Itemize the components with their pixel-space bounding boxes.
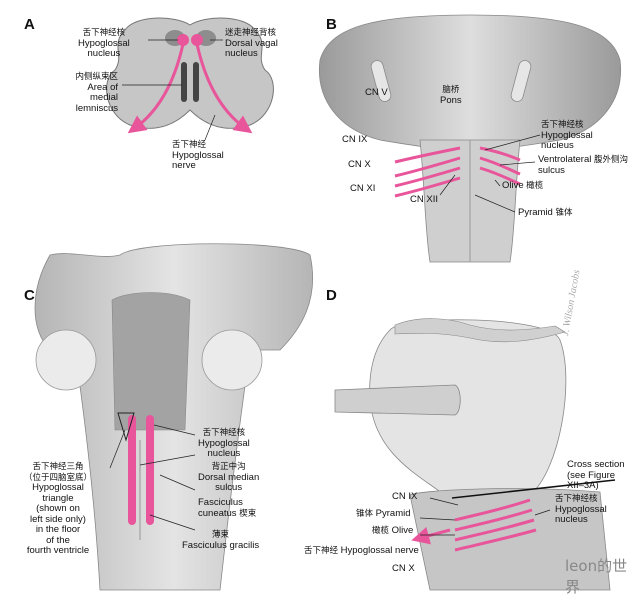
- cerebellar-peduncle-right: [201, 329, 263, 391]
- panel-a-cross-section: [106, 17, 274, 141]
- label-c-hypoglossal-nucleus: 舌下神经核 Hypoglossal nucleus: [198, 428, 250, 459]
- label-d-cross-section: Cross section (see Figure XII–3A): [567, 459, 625, 491]
- label-b-pons: 脑桥 Pons: [440, 85, 462, 106]
- cn-v-right: [510, 60, 532, 102]
- hypoglossal-nucleus-right: [191, 34, 203, 46]
- panel-d-lateral-view: [334, 318, 616, 591]
- label-b-pyramid: Pyramid 锥体: [518, 207, 573, 218]
- label-b-hypoglossal-nucleus: 舌下神经核 Hypoglossal nucleus: [541, 120, 593, 151]
- cerebellar-peduncle-left: [35, 329, 97, 391]
- panel-letter-a: A: [24, 16, 35, 33]
- cn-v-lateral: [334, 384, 461, 416]
- label-b-ventrolateral-sulcus: Ventrolateral 腹外侧沟 sulcus: [538, 154, 628, 176]
- label-d-hypoglossal-nucleus: 舌下神经核 Hypoglossal nucleus: [555, 494, 607, 525]
- label-b-cn-v: CN V: [365, 87, 388, 98]
- label-b-cn-xii: CN XII: [410, 194, 438, 205]
- label-b-cn-ix: CN IX: [342, 134, 368, 145]
- label-d-cn-x: CN X: [392, 563, 415, 574]
- hypoglossal-nucleus-left: [177, 34, 189, 46]
- label-d-olive: 橄榄 Olive: [372, 525, 414, 536]
- label-d-pyramid: 锥体 Pyramid: [356, 508, 411, 519]
- label-a-hypoglossal-nerve: 舌下神经 Hypoglossal nerve: [172, 140, 224, 171]
- label-c-dorsal-median-sulcus: 背正中沟 Dorsal median sulcus: [198, 462, 260, 493]
- panel-c-dorsal-brainstem: [34, 243, 314, 591]
- panel-letter-c: C: [24, 287, 35, 304]
- hypoglossal-triangle: [117, 412, 135, 442]
- cn-v-left: [370, 60, 392, 102]
- label-c-fasciculus-gracilis: 薄束 Fasciculus gracilis: [182, 530, 260, 551]
- panel-b-ventral-brainstem: [318, 14, 622, 263]
- hypoglossal-nerve-fibers: [454, 498, 537, 552]
- panel-letter-d: D: [326, 287, 337, 304]
- label-c-fasciculus-cuneatus: Fasciculus cuneatus 楔束: [198, 497, 257, 519]
- watermark: leon的世界: [565, 557, 628, 596]
- label-a-medial-lemniscus: 内侧纵束区 Area of medial lemniscus: [75, 72, 118, 114]
- label-d-cn-ix: CN IX: [392, 491, 418, 502]
- label-d-hypoglossal-nerve: 舌下神经 Hypoglossal nerve: [304, 545, 419, 556]
- hypoglossal-nucleus-column-left: [128, 415, 136, 525]
- label-c-hypoglossal-triangle: 舌下神经三角 （位于四脑室底） Hypoglossal triangle (sh…: [23, 462, 92, 556]
- fourth-ventricle-floor: [111, 292, 191, 431]
- label-b-olive: Olive 橄榄: [502, 180, 544, 191]
- label-a-dorsal-vagal-nucleus: 迷走神经背核 Dorsal vagal nucleus: [225, 28, 278, 59]
- label-b-cn-xi: CN XI: [350, 183, 376, 194]
- medial-lemniscus-left: [181, 62, 187, 102]
- medial-lemniscus-right: [193, 62, 199, 102]
- hypoglossal-nucleus-column-right: [146, 415, 154, 525]
- label-b-cn-x: CN X: [348, 159, 371, 170]
- label-a-hypoglossal-nucleus: 舌下神经核 Hypoglossal nucleus: [78, 28, 130, 59]
- panel-letter-b: B: [326, 16, 337, 33]
- cn-xii-rootlets: [394, 146, 521, 198]
